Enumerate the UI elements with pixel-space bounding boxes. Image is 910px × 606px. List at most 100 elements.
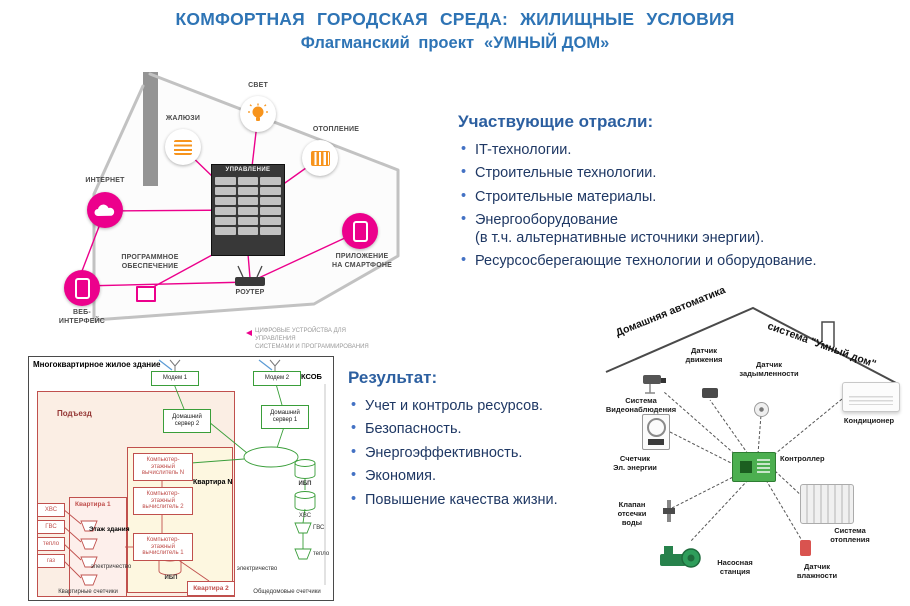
controller-pins [757,459,770,475]
floor-computer-2-box: Компьютер- этажный вычислитель 2 [133,487,193,515]
radiator-heating-icon [800,484,854,524]
caption-text: ЦИФРОВЫЕ УСТРОЙСТВА ДЛЯ УПРАВЛЕНИЯ СИСТЕ… [255,328,369,350]
controller-chip [740,461,752,473]
blinds-icon [174,139,192,155]
result-item: Повышение качества жизни. [348,491,588,509]
smart-home-diagram: ЖАЛЮЗИ СВЕТ ОТОПЛЕНИЕ ИНТЕРНЕТ УПРАВЛЕНИ… [48,66,448,358]
motion-sensor-label: Датчик движения [685,346,723,364]
cctv-camera-icon [642,372,672,401]
web-interface-label: ВЕБ- ИНТЕРФЕЙС [58,309,106,325]
router-icon [235,277,265,286]
radiator-icon [310,150,330,166]
electricity-right-label: электричество [236,566,278,572]
industry-item: Строительные технологии. [458,164,906,182]
page-title: КОМФОРТНАЯ ГОРОДСКАЯ СРЕДА: ЖИЛИЩНЫЕ УСЛ… [175,9,735,29]
pump-station-icon [658,538,704,577]
modem1-box: Модем 1 [151,371,199,386]
cold-water-box: ХВС [37,503,65,517]
electric-meter-icon [642,414,670,450]
building-meters-label: Общедомовые счетчики [253,589,321,595]
result-item: Энергоэффективность. [348,444,588,462]
result-item: Учет и контроль ресурсов. [348,397,588,415]
meter-dial [646,418,666,437]
results-list: Учет и контроль ресурсов. Безопасность. … [348,397,588,509]
control-panel: УПРАВЛЕНИЕ [211,164,285,256]
hot-water-box: ГВС [37,520,65,534]
light-label: СВЕТ [248,82,268,89]
software-monitor-stand [139,300,149,302]
air-conditioner-label: Кондиционер [843,416,895,425]
industries-list: IT-технологии. Строительные технологии. … [458,141,906,270]
smoke-sensor-icon [754,402,769,417]
heating-label: ОТОПЛЕНИЕ [312,126,360,133]
flat-1-label: Квартира 1 [75,501,111,508]
water-valve-label: Клапан отсечки воды [617,500,647,527]
home-server2-box: Домашний сервер 2 [163,409,211,433]
floor-computer-n-box: Компьютер- этажный вычислитель N [133,453,193,481]
building-title: Многоквартирное жилое здание [33,360,161,369]
flat-2-box: Квартира 2 [187,581,235,596]
web-interface-node [64,270,100,306]
caption-arrow-icon [246,330,252,336]
floor-label: Этаж здания [89,526,130,533]
results-heading: Результат: [348,368,438,387]
heating-system-label: Система отопления [830,526,870,544]
heat-right-label: тепло [313,551,330,557]
industries-section: Участвующие отрасли: IT-технологии. Стро… [458,112,906,276]
ups-bottom-label: ИБП [164,575,178,581]
heating-node [302,140,338,176]
entrance-label: Подъезд [57,409,92,418]
industry-item: Строительные материалы. [458,188,906,206]
ups-right-label: ИБП [298,481,312,487]
modem2-box: Модем 2 [253,371,301,386]
industry-item: Ресурсосберегающие технологии и оборудов… [458,252,906,270]
meter-window [648,439,664,445]
building-network-diagram: Многоквартирное жилое здание Модем 1 Мод… [28,356,334,601]
light-bulb-icon [248,103,268,121]
flat-meters-label: Квартирные счетчики [58,589,118,595]
heat-box: тепло [37,537,65,551]
cloud-icon [94,204,115,216]
automation-diagram: Домашняя автоматика система "Умный дом" … [598,284,906,602]
blinds-node [165,129,201,165]
blinds-label: ЖАЛЮЗИ [165,115,201,122]
internet-node [87,192,123,228]
light-node [240,96,276,132]
air-conditioner-icon [842,382,900,412]
electricity-left-label: электричество [90,564,132,570]
flat1-region [69,497,127,597]
diagram-caption: ЦИФРОВЫЕ УСТРОЙСТВА ДЛЯ УПРАВЛЕНИЯ СИСТЕ… [246,328,386,351]
hot-water-right-label: ГВС [313,525,325,531]
cold-water-right-label: ХВС [298,513,312,519]
result-item: Экономия. [348,467,588,485]
humidity-sensor-icon [800,540,811,556]
web-device-icon [74,277,90,299]
control-panel-label: УПРАВЛЕНИЕ [225,167,271,173]
floor-computer-1-box: Компьютер- этажный вычислитель 1 [133,533,193,561]
cctv-label: Система Видеонаблюдения [605,396,677,414]
industry-item: IT-технологии. [458,141,906,159]
page-subtitle: Флагманский проект«УМНЫЙ ДОМ» [0,34,910,53]
subtitle-project-name: «УМНЫЙ ДОМ» [484,34,610,52]
smartphone-icon [352,220,368,242]
controller-label: Контроллер [780,454,825,463]
pump-station-label: Насосная станция [717,558,753,576]
smartphone-app-node [342,213,378,249]
humidity-sensor-label: Датчик влажности [796,562,838,580]
gas-box: газ [37,554,65,568]
internet-label: ИНТЕРНЕТ [85,177,125,184]
result-item: Безопасность. [348,420,588,438]
software-label: ПРОГРАММНОЕ ОБЕСПЕЧЕНИЕ [121,254,179,270]
industry-item: Энергооборудование (в т.ч. альтернативны… [458,211,906,247]
roof-and-links [605,306,899,545]
controller-icon [732,452,776,482]
industries-heading: Участвующие отрасли: [458,112,654,131]
router-label: РОУТЕР [235,289,265,296]
control-panel-switches [212,174,284,238]
flat-n-label: Квартира N [193,479,233,486]
home-server1-box: Домашний сервер 1 [261,405,309,429]
smoke-sensor-label: Датчик задымленности [739,360,799,378]
electric-meter-label: Счетчик Эл. энергии [613,454,657,472]
smartphone-app-label: ПРИЛОЖЕНИЕ НА СМАРТФОНЕ [331,253,393,269]
